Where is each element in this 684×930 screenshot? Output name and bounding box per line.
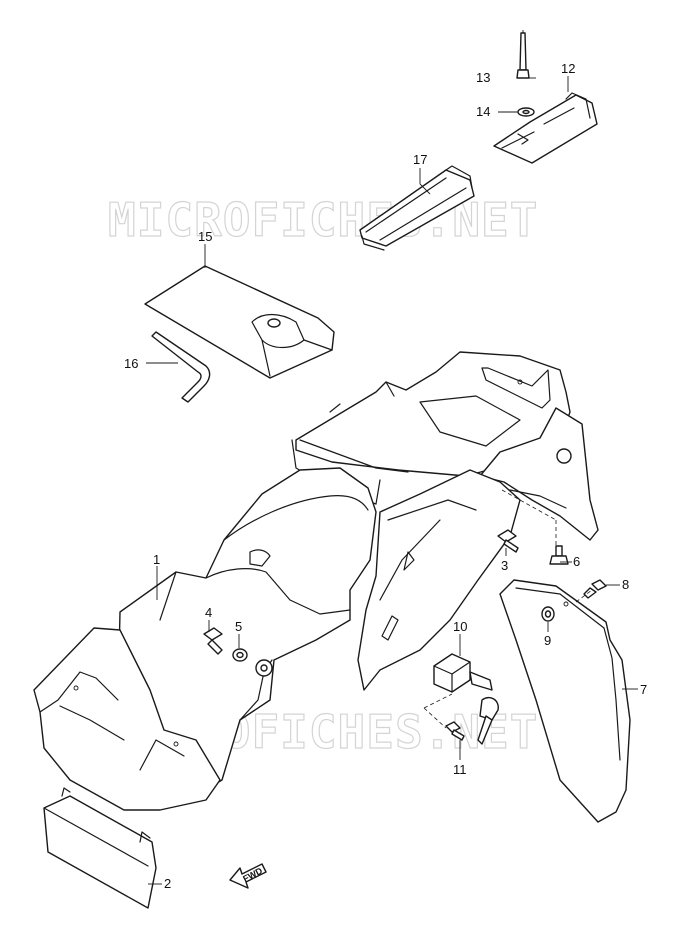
grommet-9-part — [541, 606, 555, 622]
leader-lines — [146, 76, 638, 885]
washer-part — [517, 107, 535, 117]
assembly-line — [423, 693, 453, 709]
hex-wrench-part — [151, 331, 211, 403]
part-label-15: 15 — [198, 229, 212, 244]
bolt-6-part — [549, 545, 569, 565]
part-label-13: 13 — [476, 70, 490, 85]
part-label-1: 1 — [153, 552, 160, 567]
part-label-5: 5 — [235, 619, 242, 634]
push-rivet-part — [516, 30, 530, 79]
part-label-10: 10 — [453, 619, 467, 634]
part-label-6: 6 — [573, 554, 580, 569]
bracket-part — [493, 92, 598, 164]
seat-strap-part — [359, 165, 475, 251]
tool-bag-part — [144, 265, 335, 379]
part-label-2: 2 — [164, 876, 171, 891]
assembly-line — [423, 707, 447, 729]
part-label-9: 9 — [544, 633, 551, 648]
part-label-7: 7 — [640, 682, 647, 697]
part-label-8: 8 — [622, 577, 629, 592]
watermark-top: MICROFICHES.NET — [108, 193, 538, 247]
grommet-5-part — [232, 648, 248, 662]
screw-11-part — [445, 721, 465, 741]
part-label-4: 4 — [205, 605, 212, 620]
seat-lock-part — [433, 653, 499, 745]
screw-8-part — [583, 579, 607, 599]
part-label-14: 14 — [476, 104, 490, 119]
part-label-11: 11 — [453, 762, 467, 777]
bolt-4-part — [203, 627, 223, 655]
part-label-17: 17 — [413, 152, 427, 167]
rear-pad-part — [43, 787, 157, 909]
part-label-3: 3 — [501, 558, 508, 573]
bolt-3-part — [497, 529, 519, 553]
forward-arrow-icon: FWD — [229, 863, 267, 889]
assembly-line — [575, 589, 593, 603]
side-cover-part — [499, 579, 631, 823]
rear-fender-part — [33, 351, 599, 811]
part-label-12: 12 — [561, 61, 575, 76]
part-label-16: 16 — [124, 356, 138, 371]
assembly-line — [501, 489, 557, 521]
